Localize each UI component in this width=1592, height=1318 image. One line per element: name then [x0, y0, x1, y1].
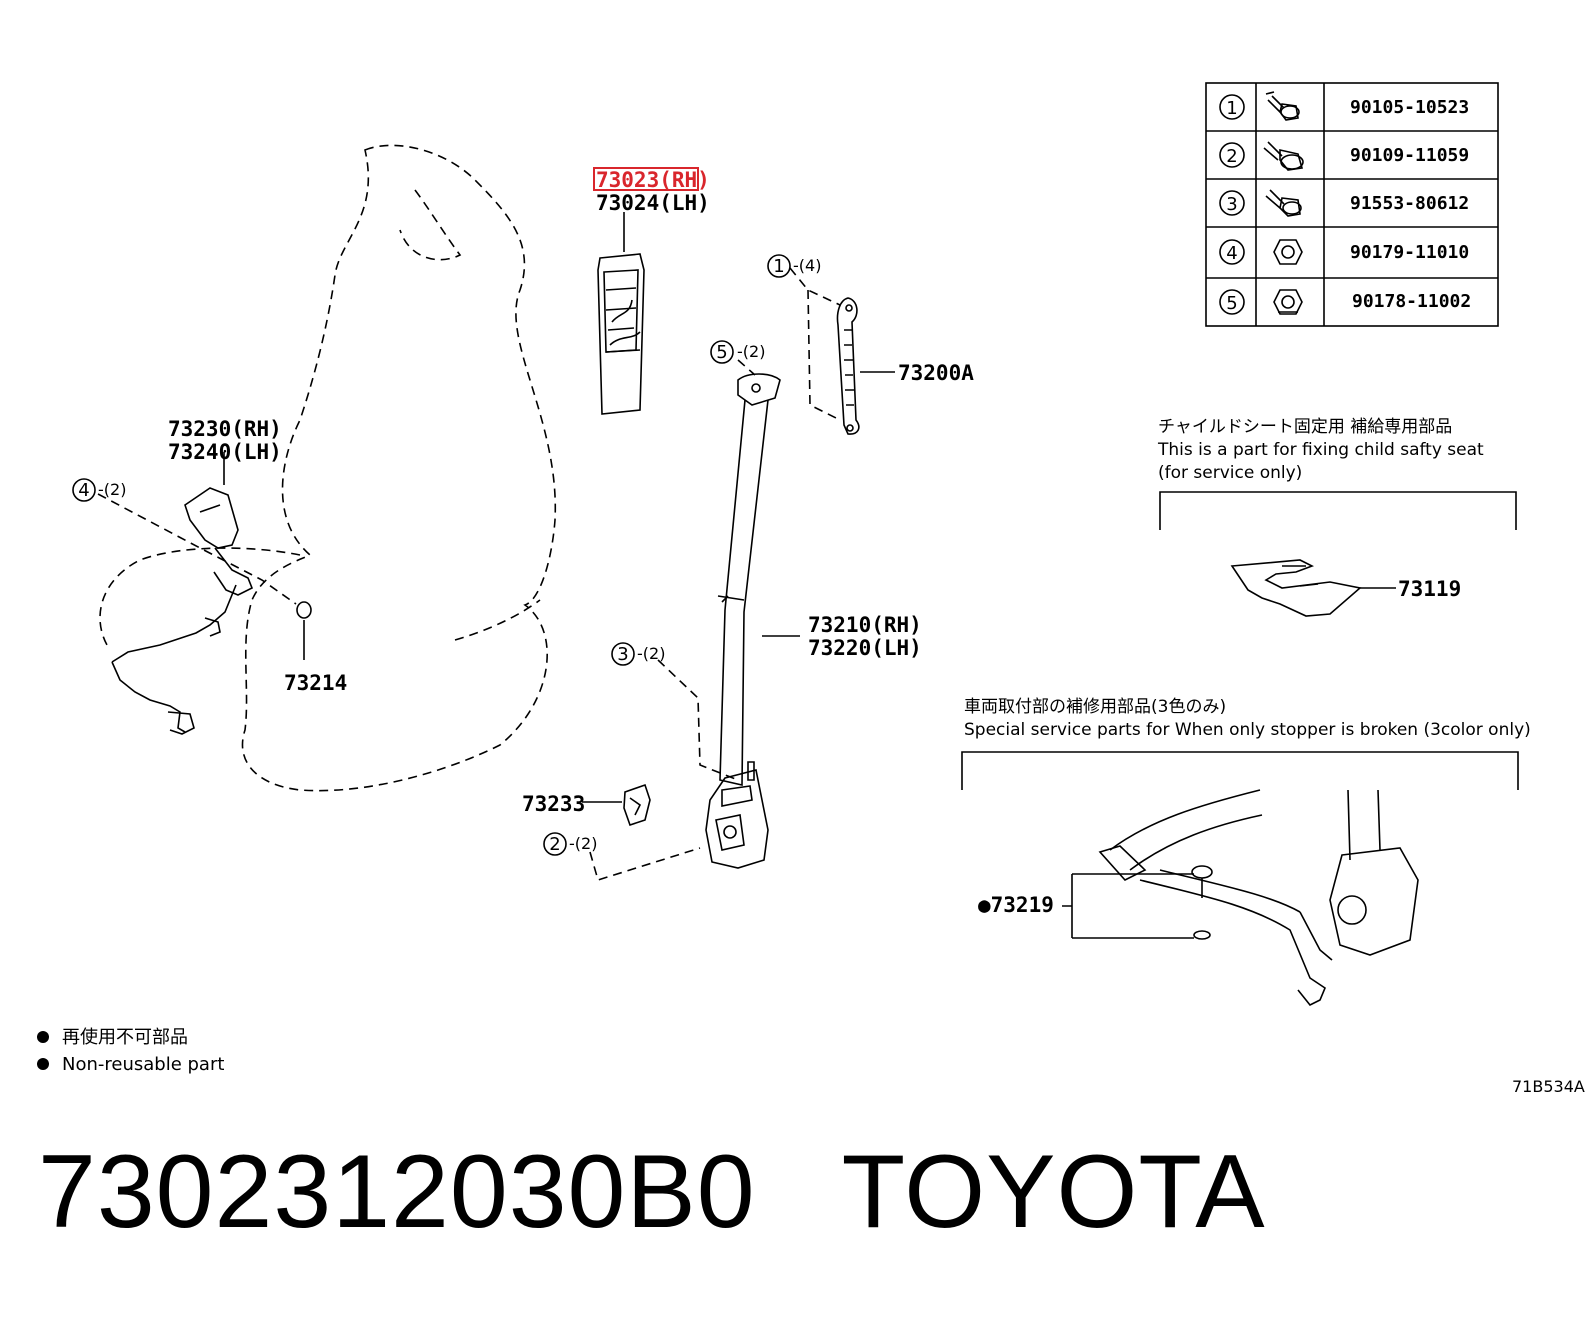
- stopper-note-jp: 車両取付部の補修用部品(3色のみ): [964, 697, 1226, 717]
- seat-belt-retractor-part: [705, 373, 781, 869]
- part-label-73240[interactable]: 73240(LH): [168, 440, 282, 464]
- row-ref: 2: [1226, 146, 1237, 167]
- stopper-detail-part: [1098, 789, 1419, 1007]
- part-label-73119[interactable]: 73119: [1398, 577, 1461, 601]
- row-part-number[interactable]: 90178-11002: [1352, 291, 1471, 312]
- child-seat-bracket-part: [1230, 559, 1362, 617]
- callout-3: 3 -(2): [611, 642, 665, 666]
- callout-2-qty: -(2): [569, 834, 597, 853]
- callout-5-qty: -(2): [737, 342, 765, 361]
- callout-3-number: 3: [617, 644, 628, 665]
- footer-part-number: 7302312030B0: [38, 1134, 756, 1250]
- bolt-icon: [1265, 189, 1302, 217]
- legend: 再使用不可部品 Non-reusable part: [37, 1027, 224, 1075]
- table-row: 1 90105-10523: [1219, 91, 1469, 121]
- table-row: 5 90178-11002: [1219, 289, 1471, 315]
- seat-belt-buckle-part: [111, 487, 254, 735]
- seat-outline: [99, 144, 557, 792]
- row-part-number[interactable]: 90109-11059: [1350, 145, 1469, 166]
- row-ref: 3: [1226, 194, 1237, 215]
- row-ref: 5: [1226, 293, 1237, 314]
- nut-icon: [1273, 239, 1303, 265]
- callout-4-number: 4: [78, 480, 89, 501]
- part-label-73024[interactable]: 73024(LH): [596, 191, 710, 215]
- legend-jp: 再使用不可部品: [62, 1027, 188, 1048]
- table-row: 4 90179-11010: [1219, 239, 1469, 265]
- washer-part: [296, 601, 312, 619]
- row-part-number[interactable]: 90179-11010: [1350, 242, 1469, 263]
- table-row: 3 91553-80612: [1219, 189, 1469, 217]
- highlight-box: [593, 167, 699, 191]
- callout-5-number: 5: [716, 342, 727, 363]
- part-label-73233[interactable]: 73233: [522, 792, 585, 816]
- shoulder-anchor-adjuster-part: [836, 297, 860, 435]
- callout-5-line: [737, 359, 756, 376]
- row-ref: 4: [1226, 243, 1237, 264]
- bolt-icon: [1263, 141, 1304, 171]
- part-label-73219[interactable]: ●73219: [978, 893, 1054, 917]
- legend-bullet-icon: [37, 1058, 49, 1070]
- callout-2-line: [589, 847, 701, 882]
- callout-3-line: [657, 659, 739, 781]
- bolt-icon: [1265, 91, 1300, 121]
- child-seat-note-en-2: (for service only): [1158, 463, 1302, 483]
- stopper-bracket: [961, 751, 1519, 790]
- part-label-73023[interactable]: 73023(RH): [596, 168, 710, 192]
- callout-2-number: 2: [549, 834, 560, 855]
- footer-brand: TOYOTA: [841, 1134, 1266, 1250]
- diagram-code: 71B534A: [1512, 1077, 1585, 1096]
- fastener-table: 1 90105-10523 2 90109-11059 3: [1205, 82, 1499, 327]
- callout-1-qty: -(4): [793, 256, 821, 275]
- callout-3-qty: -(2): [637, 644, 665, 663]
- part-label-73210[interactable]: 73210(RH): [808, 613, 922, 637]
- table-row: 2 90109-11059: [1219, 141, 1469, 171]
- row-part-number[interactable]: 90105-10523: [1350, 97, 1469, 118]
- callout-4: 4 -(2): [72, 478, 126, 502]
- stopper-note-en: Special service parts for When only stop…: [964, 720, 1531, 740]
- nut-icon: [1273, 289, 1303, 315]
- child-seat-note-en-1: This is a part for fixing child safty se…: [1157, 440, 1484, 460]
- legend-en: Non-reusable part: [62, 1054, 224, 1075]
- callout-4-qty: -(2): [98, 480, 126, 499]
- part-label-73220[interactable]: 73220(LH): [808, 636, 922, 660]
- child-seat-note-jp: チャイルドシート固定用 補給専用部品: [1158, 417, 1452, 437]
- callout-1: 1 -(4): [767, 254, 821, 278]
- leader-73219: [1062, 873, 1194, 939]
- callout-1-line-lower: [807, 289, 841, 421]
- row-ref: 1: [1226, 98, 1237, 119]
- callout-5: 5 -(2): [710, 340, 765, 364]
- part-label-73214[interactable]: 73214: [284, 671, 347, 695]
- legend-bullet-icon: [37, 1031, 49, 1043]
- callout-2: 2 -(2): [543, 832, 597, 856]
- cover-part: [623, 783, 651, 827]
- part-label-73230[interactable]: 73230(RH): [168, 417, 282, 441]
- row-part-number[interactable]: 91553-80612: [1350, 193, 1469, 214]
- pillar-garnish-part: [597, 253, 645, 415]
- child-seat-bracket: [1159, 491, 1517, 530]
- callout-1-number: 1: [773, 256, 784, 277]
- callout-4-line: [97, 493, 297, 605]
- callout-1-line: [789, 267, 841, 306]
- part-label-73200a[interactable]: 73200A: [898, 361, 974, 385]
